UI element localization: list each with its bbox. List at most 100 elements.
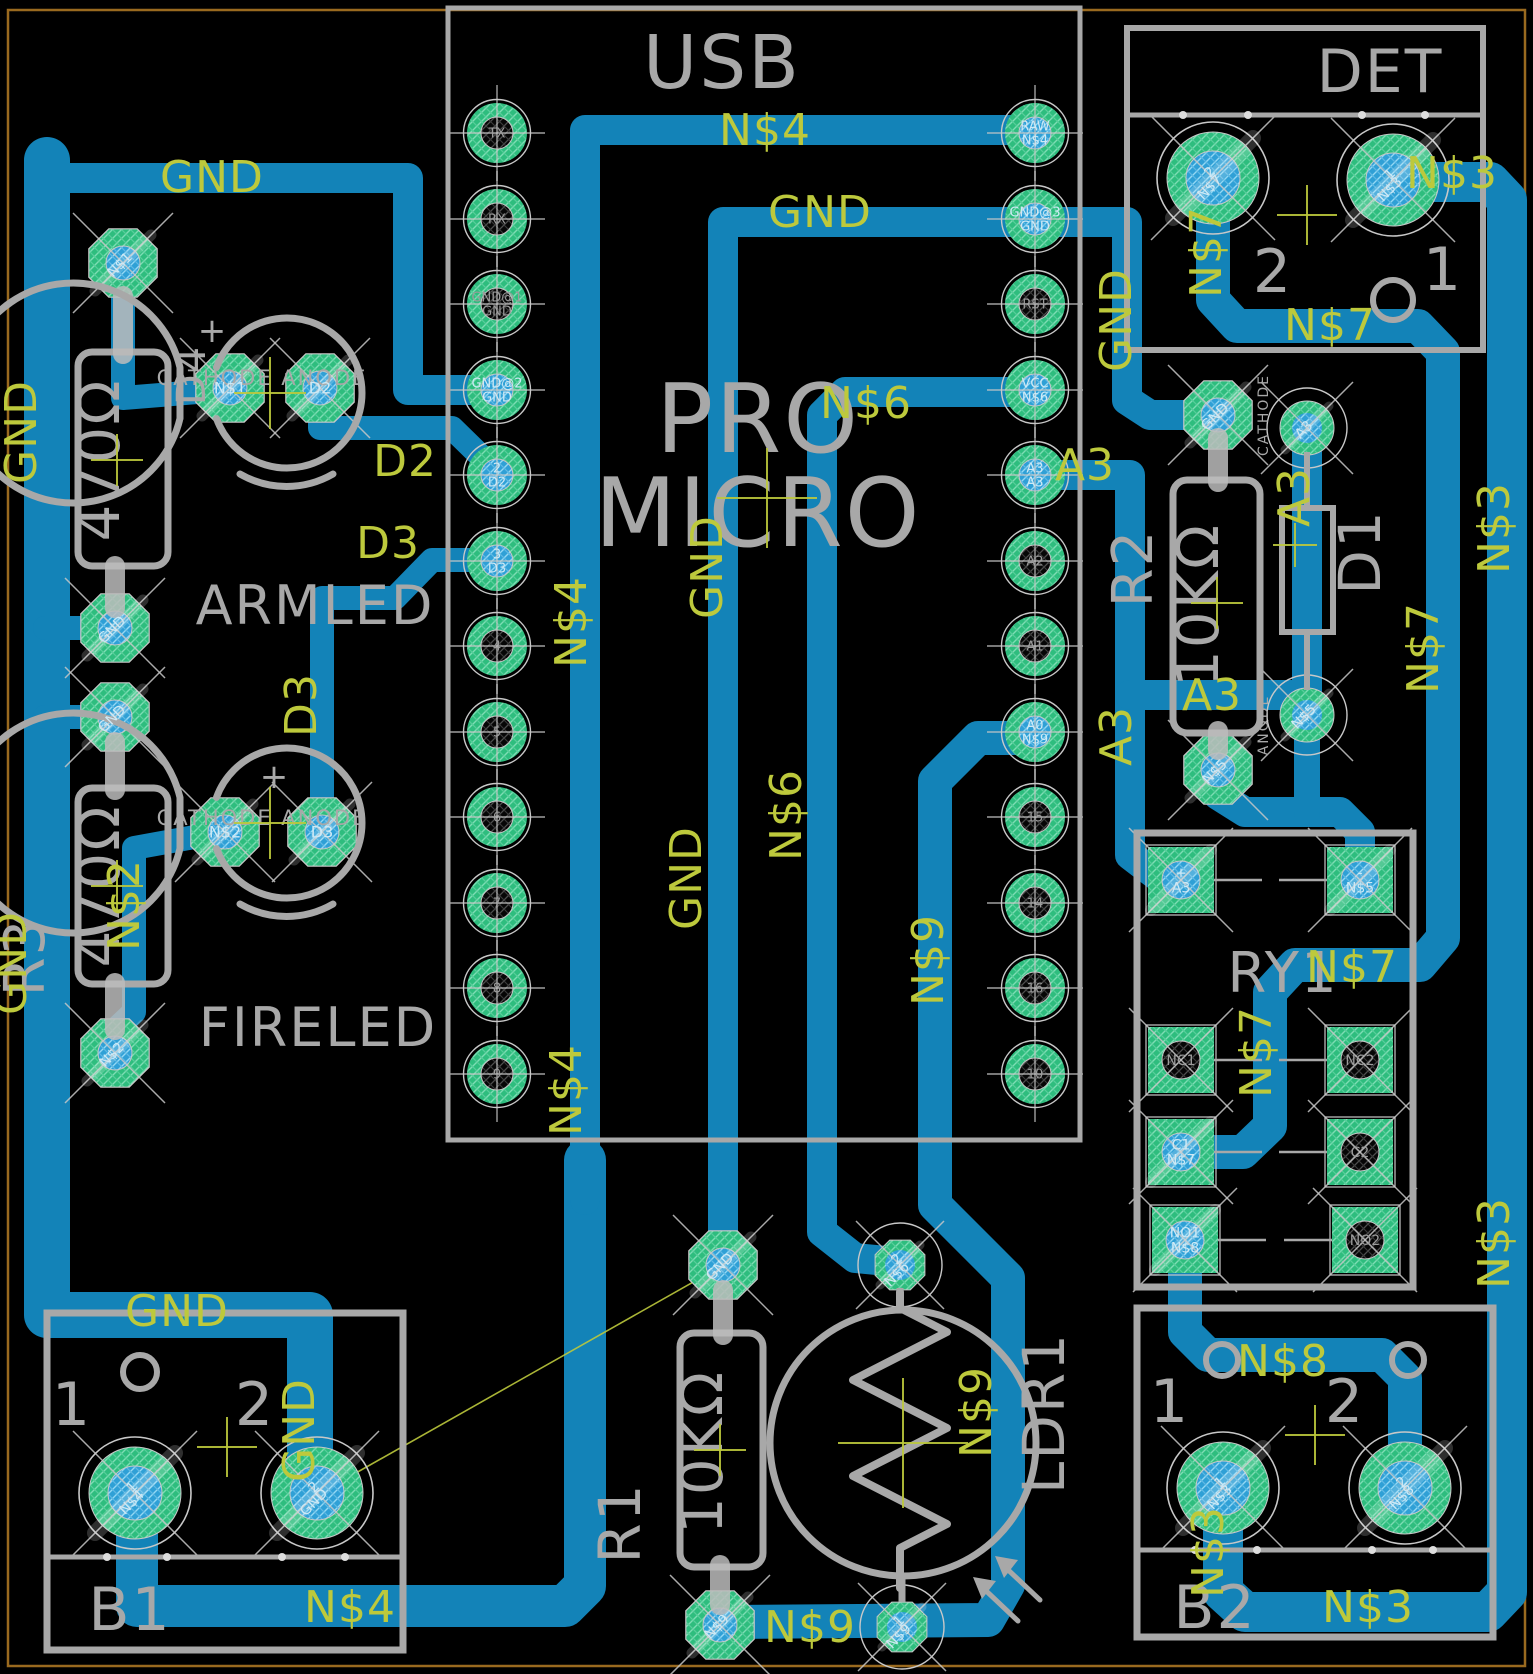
led2-cathode[interactable] [174,781,276,883]
b1-pad-2[interactable] [254,1430,380,1556]
pm-pad-15[interactable] [987,769,1083,865]
trace-ns4[interactable] [116,1139,606,1627]
d1-anode[interactable] [1260,668,1354,762]
net-label-gnd[interactable]: GND [682,515,733,619]
pm-pad-6[interactable] [449,769,545,865]
net-label-ns8[interactable]: N$8 [1237,1336,1329,1387]
net-label-ns2[interactable]: N$2 [99,859,150,951]
pm-pad-gnd2[interactable] [449,342,545,438]
ry1-pad-plus[interactable] [1128,827,1234,933]
pm-pad-14[interactable] [987,855,1083,951]
trace-ns4[interactable] [570,115,1050,1215]
net-label-ns6[interactable]: N$6 [820,378,912,429]
ry1-pad-c2[interactable] [1307,1099,1413,1205]
ry1-pad-no2[interactable] [1312,1187,1418,1293]
net-label-ns6[interactable]: N$6 [761,769,812,861]
b1-outline[interactable] [43,1309,407,1654]
det-outline[interactable] [1124,25,1486,353]
net-label-gnd[interactable]: GND [125,1286,229,1337]
pro-micro-outline[interactable] [445,5,1083,1143]
r2-pad-ns5[interactable] [1167,719,1269,821]
pm-pad-8[interactable] [449,940,545,1036]
pm-pad-vcc[interactable] [987,342,1083,438]
det-pad-2[interactable] [1150,115,1276,241]
net-label-ns4[interactable]: N$4 [541,1044,592,1136]
net-label-ns3[interactable]: N$3 [1469,482,1520,574]
ldr1-pad-1[interactable] [857,1582,947,1672]
pm-pad-d2[interactable] [449,427,545,523]
r2-pad-gnd[interactable] [1167,364,1269,466]
pm-pad-a3[interactable] [987,427,1083,523]
pm-pad-rx[interactable] [449,171,545,267]
net-label-ns4[interactable]: N$4 [719,105,811,156]
pm-pad-16[interactable] [987,940,1083,1036]
trace-ns7[interactable] [1168,165,1460,1169]
net-label-ns4[interactable]: N$4 [304,1582,396,1633]
net-label-gnd[interactable]: GND [661,826,712,930]
ry1-pad-nc2[interactable] [1307,1007,1413,1113]
d1-cathode[interactable] [1260,381,1354,475]
r4-pad-ns1[interactable] [72,212,174,314]
pm-pad-a1[interactable] [987,598,1083,694]
pm-pad-gnd1[interactable] [449,256,545,352]
pm-pad-a0[interactable] [987,684,1083,780]
trace-ns8[interactable] [1168,1221,1422,1499]
net-label-ns3[interactable]: N$3 [1406,148,1498,199]
net-label-gnd[interactable]: GND [1091,268,1142,372]
det-pad-1[interactable] [1330,117,1456,243]
net-label-gnd[interactable]: GND [768,187,872,238]
ry1-pad-no1[interactable] [1132,1187,1238,1293]
net-label-ns3[interactable]: N$3 [1322,1582,1414,1633]
net-label-ns9[interactable]: N$9 [951,1366,1002,1458]
pm-pad-a2[interactable] [987,513,1083,609]
trace-ns6[interactable] [807,377,1050,1277]
net-label-ns7[interactable]: N$7 [1284,300,1376,351]
net-label-d3[interactable]: D3 [276,673,327,737]
net-label-d2[interactable]: D2 [373,436,437,487]
net-label-a3[interactable]: A3 [1055,440,1115,491]
net-label-d3[interactable]: D3 [356,518,420,569]
b1-pad-1[interactable] [72,1430,198,1556]
b2-outline[interactable] [1133,1304,1497,1641]
pm-pad-9[interactable] [449,1026,545,1122]
net-label-ns4[interactable]: N$4 [546,576,597,668]
pm-pad-raw[interactable] [987,85,1083,181]
net-label-ns7[interactable]: N$7 [1306,942,1398,993]
ry1-pad-c1[interactable] [1128,1099,1234,1205]
pm-pad-gnd3[interactable] [987,171,1083,267]
net-label-gnd[interactable]: GND [0,911,37,1015]
net-label-gnd[interactable]: GND [274,1378,325,1482]
ry1-pad-minus[interactable] [1307,827,1413,933]
r4-pad-gnd[interactable] [64,577,166,679]
net-label-ns7[interactable]: N$7 [1181,206,1232,298]
pm-pad-4[interactable] [449,598,545,694]
net-label-gnd[interactable]: GND [160,152,264,203]
trace-d3[interactable] [310,548,509,842]
trace-ns3[interactable] [1203,162,1527,1632]
led1-cathode[interactable] [179,337,281,439]
ry1-pad-nc1[interactable] [1128,1007,1234,1113]
pm-pad-d3[interactable] [449,513,545,609]
b2-pad-2[interactable] [1342,1425,1468,1551]
net-label-ns7[interactable]: N$7 [1398,602,1449,694]
r1-pad-gnd[interactable] [672,1214,774,1316]
pm-pad-tx[interactable] [449,85,545,181]
net-label-a3[interactable]: A3 [1182,670,1242,721]
net-label-ns7[interactable]: N$7 [1231,1006,1282,1098]
net-label-ns9[interactable]: N$9 [903,914,954,1006]
net-label-a3[interactable]: A3 [1269,467,1320,527]
b2-pad-1[interactable] [1160,1425,1286,1551]
pm-pad-10[interactable] [987,1026,1083,1122]
pm-pad-5[interactable] [449,684,545,780]
net-label-a3[interactable]: A3 [1091,706,1142,766]
r1-pad-ns9[interactable] [669,1574,771,1674]
net-label-gnd[interactable]: GND [0,380,47,484]
trace-ns9[interactable] [705,721,1052,1639]
pm-pad-rst[interactable] [987,256,1083,352]
net-label-ns3[interactable]: N$3 [1183,1506,1234,1598]
net-label-ns3[interactable]: N$3 [1469,1197,1520,1289]
net-label-ns9[interactable]: N$9 [764,1602,856,1653]
led1-anode[interactable] [269,337,371,439]
ry1-outline[interactable] [1133,829,1417,1291]
